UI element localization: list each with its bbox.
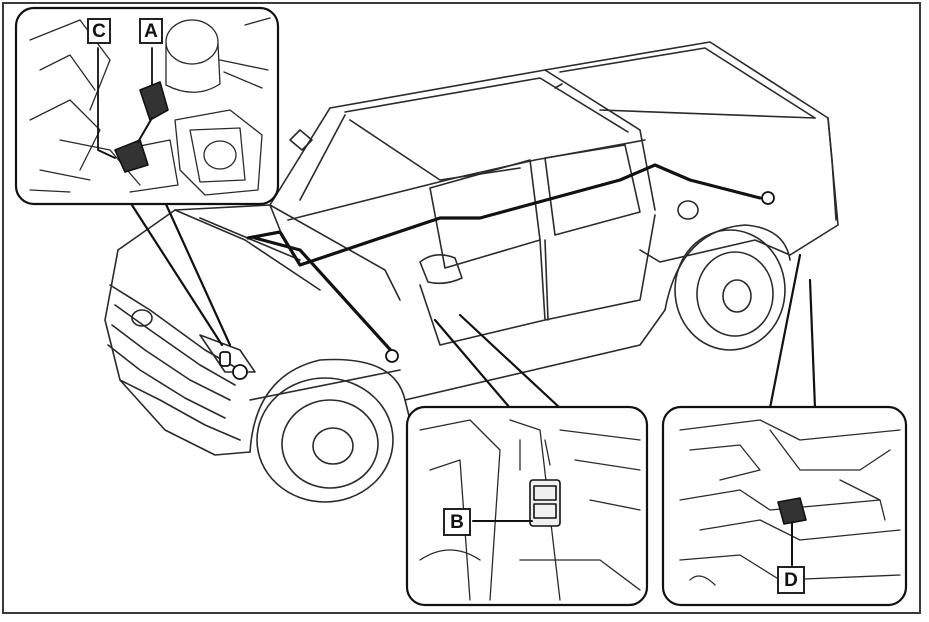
inset-b-area	[405, 405, 649, 607]
callout-label-a: A	[139, 18, 163, 44]
callout-label-b: B	[443, 508, 471, 536]
inset-d-area	[661, 405, 908, 607]
sensor-locations	[219, 191, 775, 380]
callout-label-d: D	[777, 566, 805, 594]
callout-label-c: C	[87, 18, 111, 44]
wire-harness-route	[246, 163, 762, 357]
pickup-truck-drawing	[104, 41, 839, 503]
inset-engine-bay	[14, 6, 280, 206]
callout-leader-lines	[128, 200, 817, 410]
diagram-frame	[2, 2, 921, 614]
